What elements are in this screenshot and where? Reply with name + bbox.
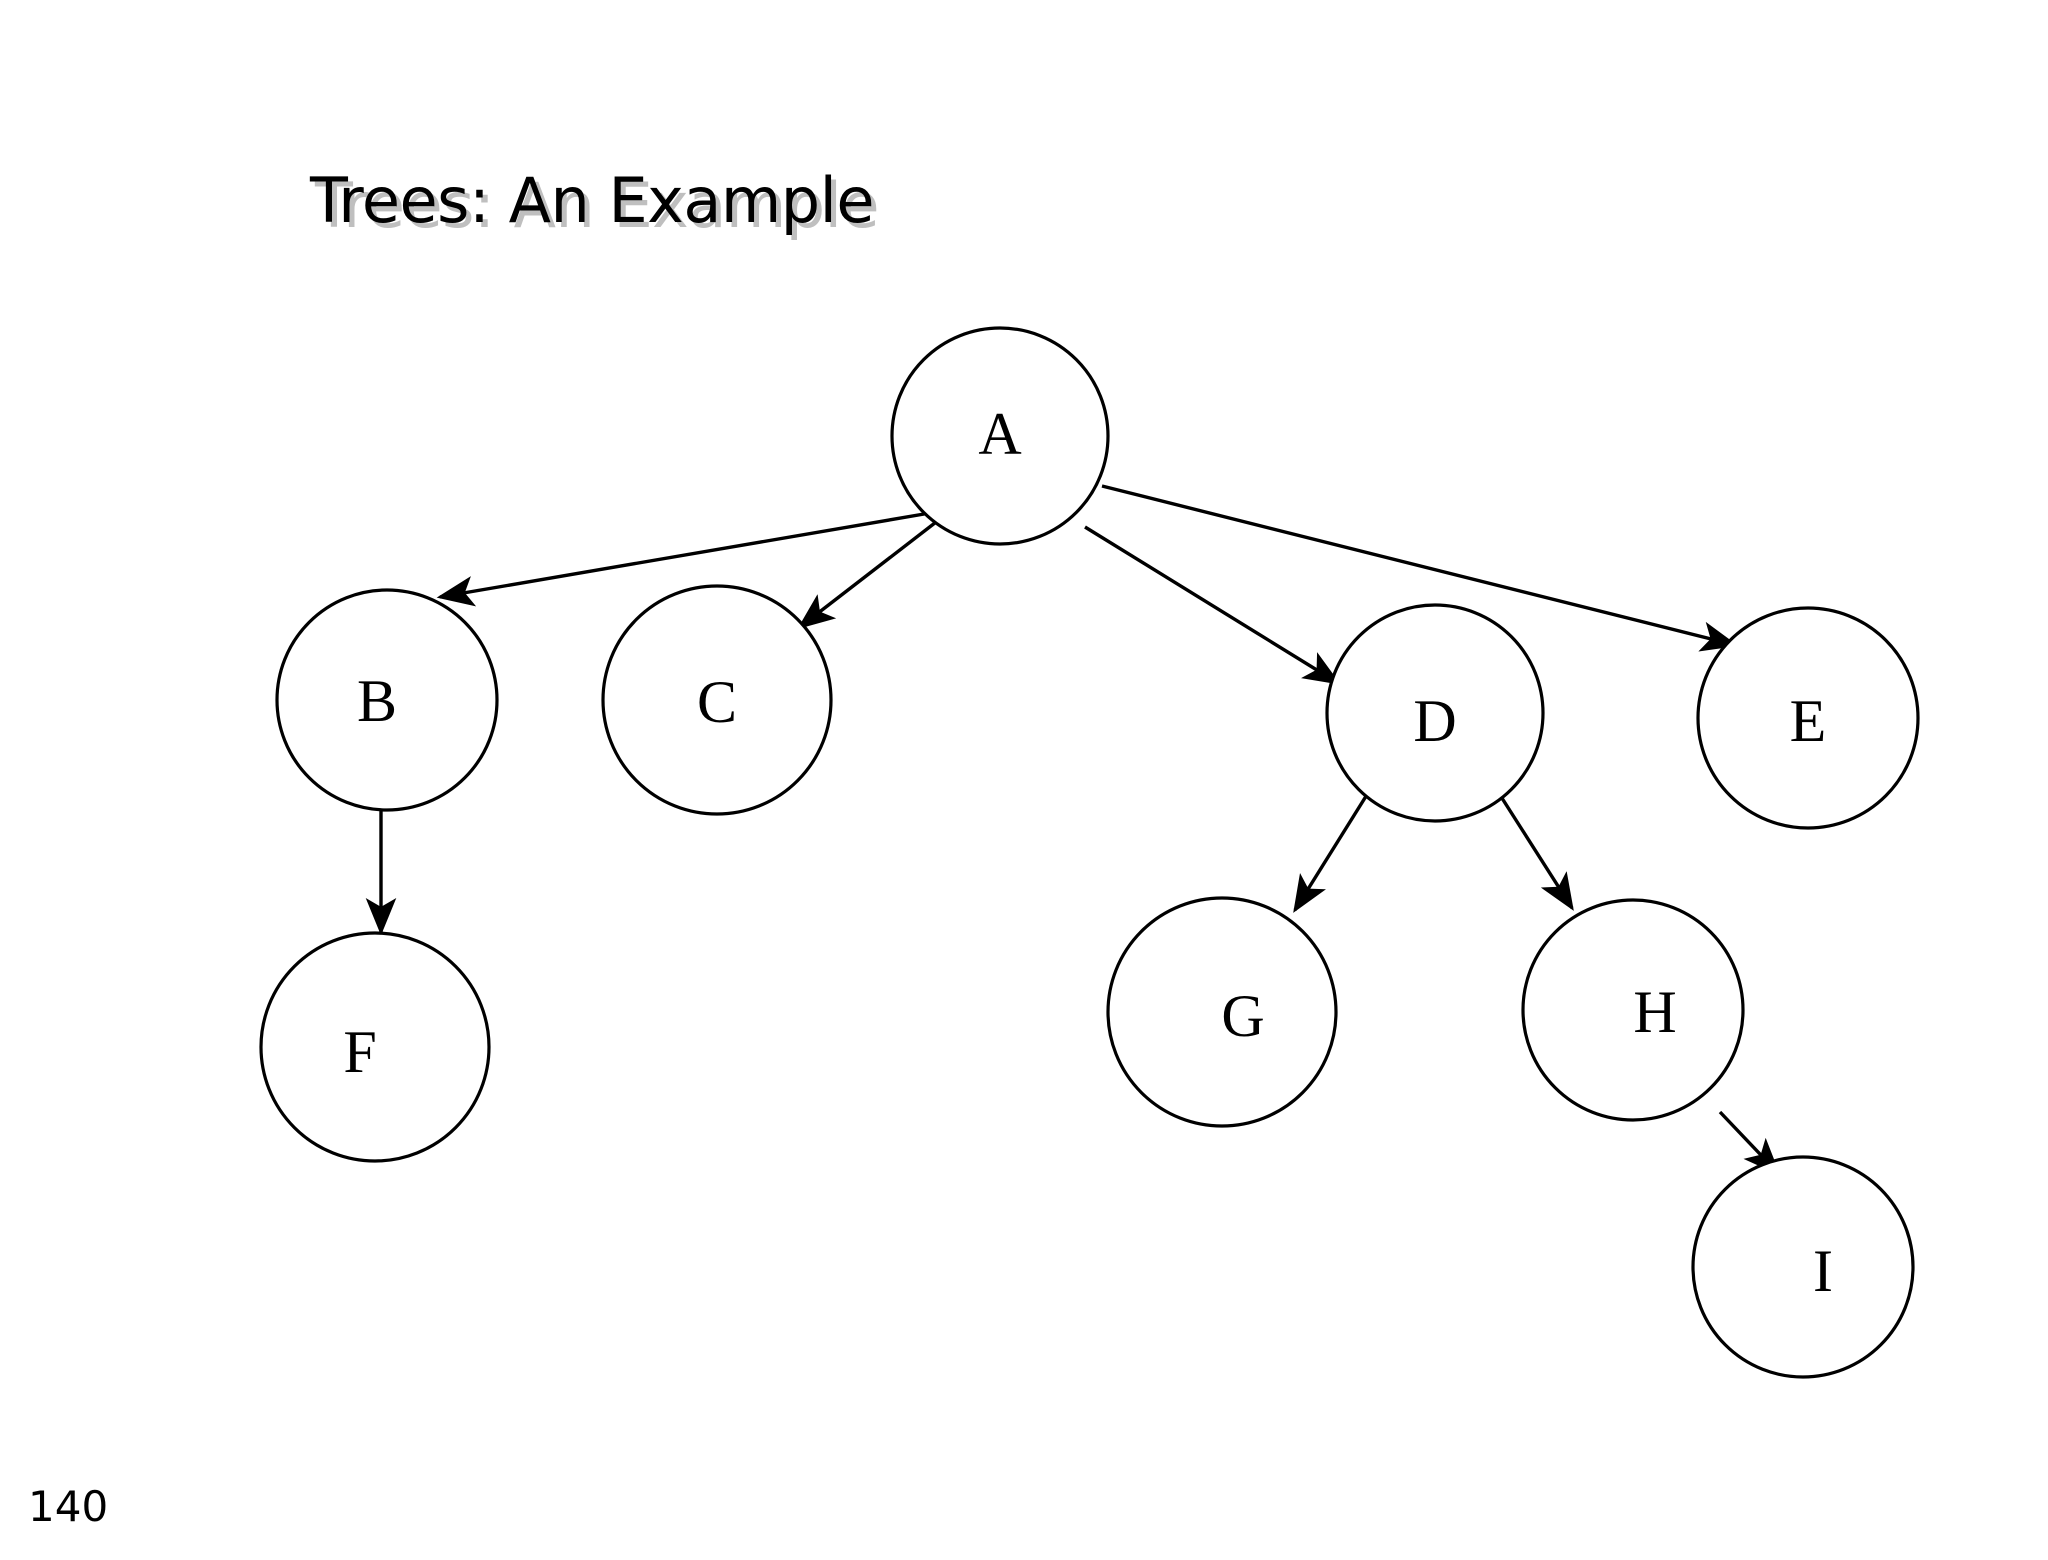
- tree-node-c[interactable]: C: [601, 584, 833, 816]
- tree-edge-d-to-g: [1293, 792, 1370, 913]
- node-circle-e: [1696, 606, 1920, 830]
- node-circle-i: [1691, 1155, 1915, 1379]
- node-circle-f: [259, 931, 491, 1163]
- page-title: Trees: An Example: [310, 164, 874, 237]
- tree-edge-a-to-e: [1101, 484, 1739, 652]
- tree-node-f[interactable]: F: [259, 931, 491, 1163]
- tree-node-g[interactable]: G: [1106, 896, 1338, 1128]
- page-number: 140: [28, 1482, 109, 1531]
- tree-edge-a-to-c: [797, 517, 942, 630]
- tree-node-a[interactable]: A: [890, 326, 1110, 546]
- tree-edge-a-to-b: [436, 511, 931, 607]
- tree-node-b[interactable]: B: [275, 588, 499, 812]
- node-label-b: B: [357, 668, 397, 734]
- node-label-e: E: [1790, 688, 1827, 754]
- node-label-i: I: [1813, 1238, 1833, 1304]
- node-circle-g: [1106, 896, 1338, 1128]
- tree-node-e[interactable]: E: [1696, 606, 1920, 830]
- tree-nodes: A B C D E F G H I: [259, 326, 1920, 1379]
- tree-edge-a-to-d: [1084, 525, 1341, 685]
- node-circle-c: [601, 584, 833, 816]
- node-label-g: G: [1221, 983, 1264, 1049]
- tree-edges: [365, 484, 1781, 1176]
- node-label-h: H: [1633, 979, 1676, 1045]
- tree-edge-d-to-h: [1498, 794, 1574, 911]
- tree-node-i[interactable]: I: [1691, 1155, 1915, 1379]
- tree-node-d[interactable]: D: [1325, 603, 1545, 823]
- node-circle-d: [1325, 603, 1545, 823]
- node-circle-b: [275, 588, 499, 812]
- node-label-f: F: [343, 1019, 376, 1085]
- node-circle-h: [1521, 898, 1745, 1122]
- tree-node-h[interactable]: H: [1521, 898, 1745, 1122]
- node-label-a: A: [978, 401, 1021, 467]
- node-label-c: C: [697, 669, 737, 735]
- node-label-d: D: [1413, 688, 1456, 754]
- node-circle-a: [890, 326, 1110, 546]
